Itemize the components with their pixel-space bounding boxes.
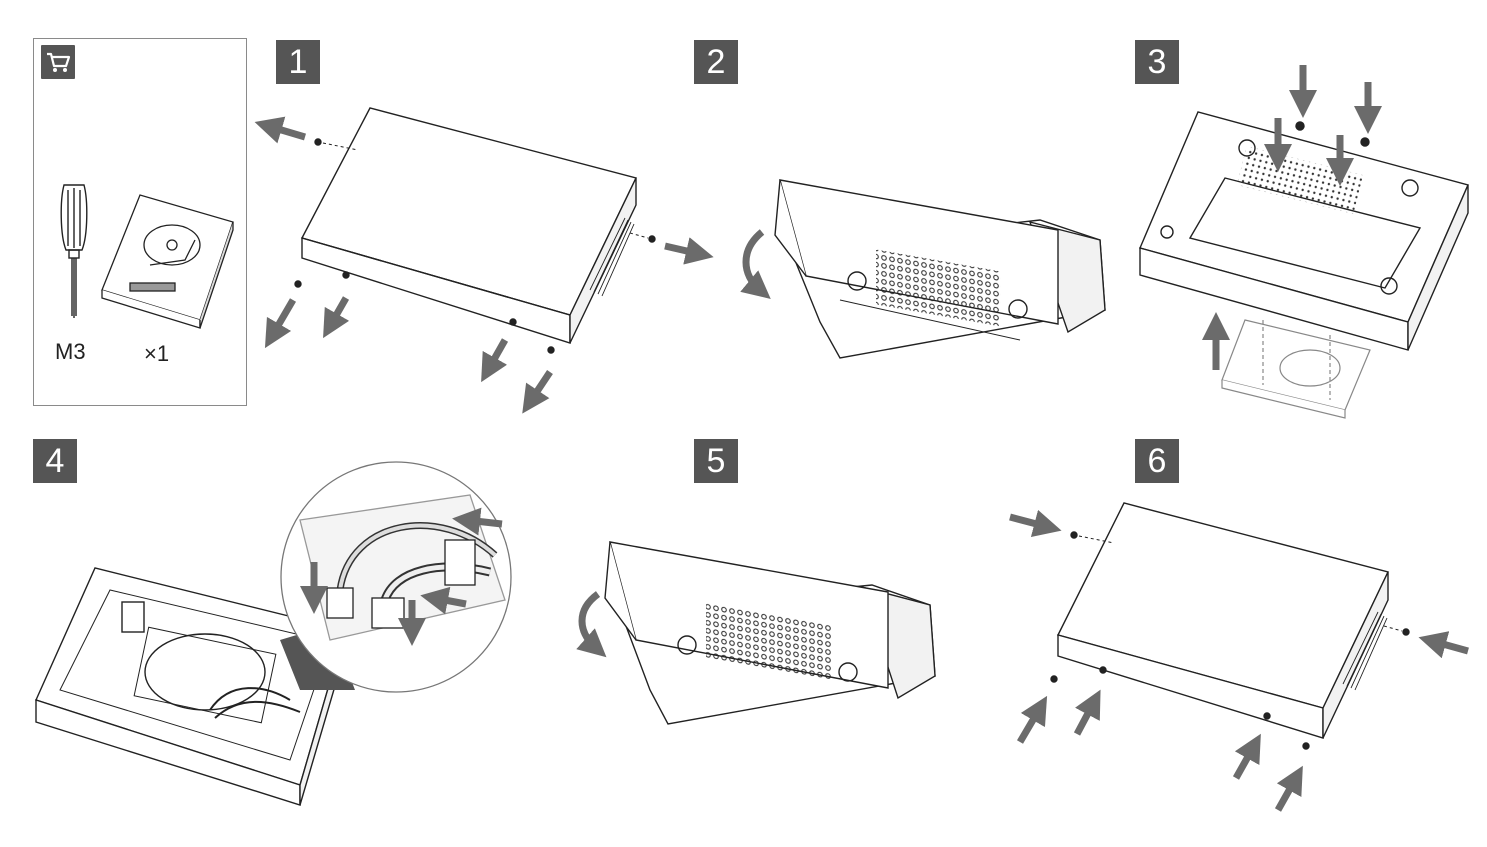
step4-arrows bbox=[300, 507, 503, 646]
step-badge-3: 3 bbox=[1135, 40, 1179, 84]
tools-required-panel: M3 ×1 bbox=[33, 38, 247, 406]
step5-rotate-arrow bbox=[576, 591, 607, 658]
step6-chassis bbox=[1050, 502, 1410, 750]
step5-chassis bbox=[604, 541, 936, 725]
step-badge-1: 1 bbox=[276, 40, 320, 84]
screw-size-label: M3 bbox=[55, 339, 86, 364]
step1-chassis bbox=[294, 107, 656, 354]
step1-removal-arrows bbox=[254, 116, 714, 414]
step2-chassis bbox=[774, 179, 1106, 359]
step6-insertion-arrows bbox=[1009, 509, 1469, 812]
step-badge-4: 4 bbox=[33, 439, 77, 483]
hard-drive-icon bbox=[101, 194, 234, 329]
step3-hard-drive bbox=[1221, 319, 1371, 419]
step-badge-6: 6 bbox=[1135, 439, 1179, 483]
step2-rotate-arrow bbox=[740, 229, 771, 299]
screwdriver-icon bbox=[60, 184, 88, 318]
step-badge-2: 2 bbox=[694, 40, 738, 84]
step-badge-5: 5 bbox=[694, 439, 738, 483]
step3-chassis bbox=[1139, 111, 1469, 351]
hdd-quantity-label: ×1 bbox=[144, 341, 170, 366]
step3-arrows bbox=[1202, 65, 1382, 370]
cart-icon bbox=[41, 45, 75, 79]
